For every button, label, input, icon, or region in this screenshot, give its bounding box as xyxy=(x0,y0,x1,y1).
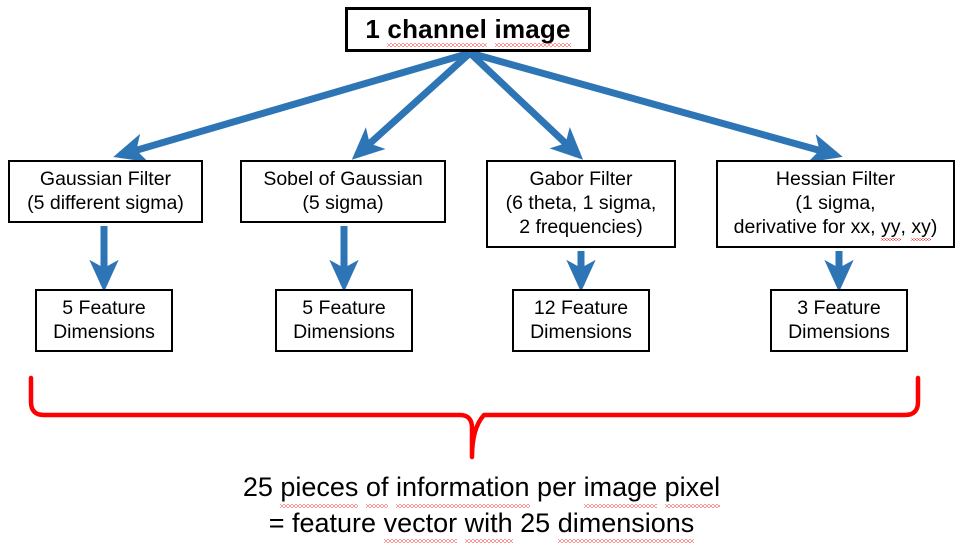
filter-box-sobel-of-gaussian[interactable]: Sobel of Gaussian (5 sigma) xyxy=(240,160,446,223)
dim-line-2: Dimensions xyxy=(788,320,890,343)
arrow-title-to-gabor xyxy=(467,50,584,160)
filter-line-2: (6 theta, 1 sigma, xyxy=(505,192,657,215)
misspelled-of: of xyxy=(365,470,388,508)
misspelled-image: image xyxy=(494,13,571,48)
filter-line-1: Gabor Filter xyxy=(529,168,633,191)
filter-line-2: (5 different sigma) xyxy=(27,191,184,214)
summary-line-2: = feature vector with 25 dimensions xyxy=(0,506,963,543)
filter-box-hessian-filter[interactable]: Hessian Filter (1 sigma, derivative for … xyxy=(716,160,955,248)
summary-line-1: 25 pieces of information per image pixel xyxy=(0,470,963,508)
filter-line-2: (1 sigma, xyxy=(795,192,876,215)
arrow-title-to-hessian xyxy=(469,49,843,163)
summary-text: 25 pieces of information per image pixel… xyxy=(0,470,963,543)
filter-line-1: Sobel of Gaussian xyxy=(263,167,423,190)
misspelled-channel: channel xyxy=(387,13,488,48)
filter-line-1: Hessian Filter xyxy=(775,168,896,191)
dim-line-2: Dimensions xyxy=(293,320,395,343)
title-box[interactable]: 1 channel image xyxy=(345,7,591,52)
filter-line-2: (5 sigma) xyxy=(302,191,384,214)
feature-dimensions-box-gaussian[interactable]: 5 Feature Dimensions xyxy=(35,289,173,352)
filter-box-gabor-filter[interactable]: Gabor Filter (6 theta, 1 sigma, 2 freque… xyxy=(486,160,676,248)
misspelled-with: with xyxy=(464,506,513,543)
filter-line-3: 2 frequencies) xyxy=(519,215,643,238)
arrow-title-to-gaussian xyxy=(113,49,471,163)
misspelled-yy: yy xyxy=(881,215,901,241)
feature-dimensions-box-gabor[interactable]: 12 Feature Dimensions xyxy=(512,289,650,352)
misspelled-information: information xyxy=(395,470,530,508)
misspelled-image: image xyxy=(583,470,657,508)
misspelled-pieces: pieces xyxy=(280,470,359,508)
misspelled-dimensions: dimensions xyxy=(557,506,694,543)
misspelled-xy: xy xyxy=(911,215,931,241)
feature-dimensions-box-hessian[interactable]: 3 Feature Dimensions xyxy=(770,289,908,352)
filter-line-1: Gaussian Filter xyxy=(39,167,172,190)
dim-line-1: 3 Feature xyxy=(797,296,881,319)
filter-line-3: derivative for xx, yy, xy) xyxy=(733,215,938,241)
feature-dimensions-box-sobel[interactable]: 5 Feature Dimensions xyxy=(275,289,413,352)
dim-line-2: Dimensions xyxy=(53,320,155,343)
title-text: 1 channel image xyxy=(365,13,571,48)
summation-brace xyxy=(28,375,921,460)
filter-box-gaussian-filter[interactable]: Gaussian Filter (5 different sigma) xyxy=(8,160,203,223)
misspelled-vector: vector xyxy=(383,506,457,543)
dim-line-2: Dimensions xyxy=(530,320,632,343)
dim-line-1: 5 Feature xyxy=(302,296,386,319)
arrow-title-to-sobel xyxy=(351,50,473,160)
dim-line-1: 5 Feature xyxy=(62,296,146,319)
dim-line-1: 12 Feature xyxy=(533,296,629,319)
misspelled-pixel: pixel xyxy=(664,470,720,508)
